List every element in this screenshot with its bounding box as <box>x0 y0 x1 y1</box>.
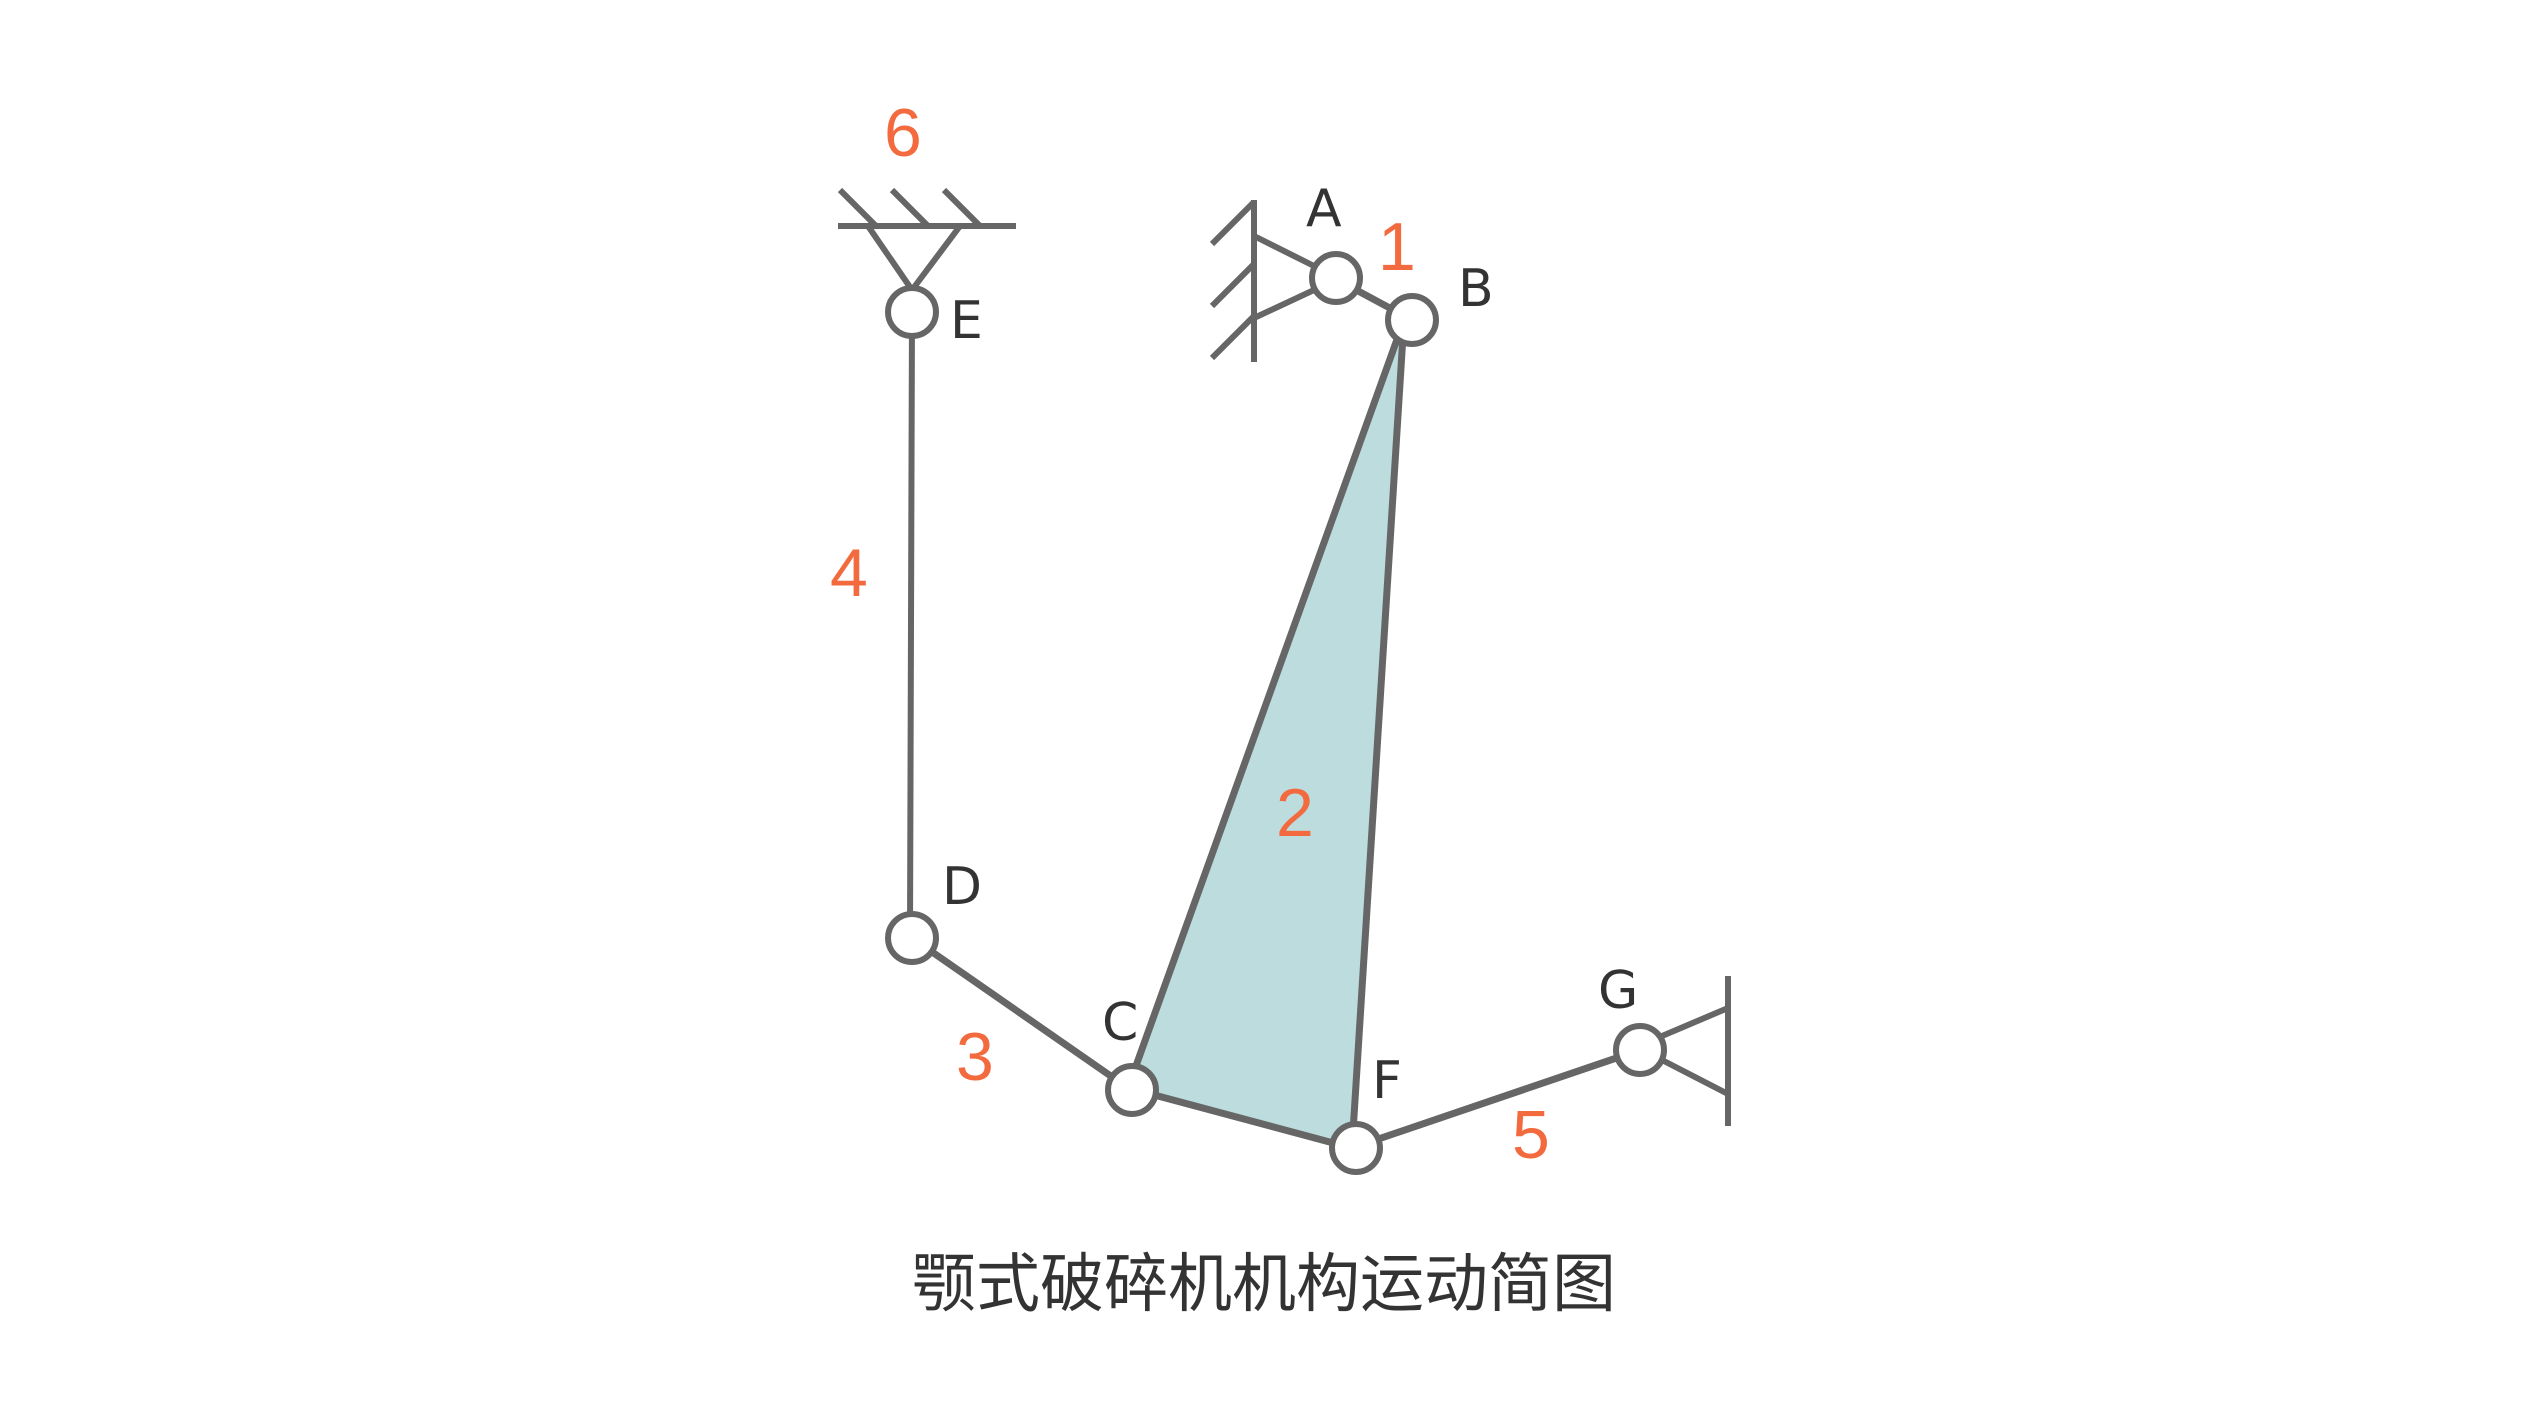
ground-support-e <box>837 187 1016 292</box>
label-f: F <box>1372 1051 1402 1111</box>
link-3-dc <box>910 935 1130 1091</box>
link-number-4: 4 <box>830 535 868 611</box>
link-number-3: 3 <box>956 1019 994 1095</box>
label-g: G <box>1598 961 1638 1021</box>
joint-a <box>1309 251 1363 305</box>
link-5-fg <box>1350 1046 1642 1152</box>
joint-b <box>1385 293 1439 347</box>
label-a: A <box>1306 179 1342 239</box>
ground-support-a <box>1209 199 1316 362</box>
joint-d <box>885 911 939 965</box>
link-4-de <box>907 311 915 937</box>
link-number-6: 6 <box>884 95 922 171</box>
label-c: C <box>1102 993 1138 1053</box>
link-number-2: 2 <box>1276 775 1314 851</box>
joint-f <box>1329 1121 1383 1175</box>
label-d: D <box>942 857 982 917</box>
jaw-link-2 <box>1124 316 1408 1152</box>
link-number-1: 1 <box>1378 209 1416 285</box>
diagram-caption: 颚式破碎机机构运动简图 <box>912 1248 1616 1322</box>
ground-support-g <box>1660 976 1731 1126</box>
joint-c <box>1105 1063 1159 1117</box>
joint-e <box>885 285 939 339</box>
label-b: B <box>1458 259 1494 319</box>
label-e: E <box>950 291 983 351</box>
joint-g <box>1613 1023 1667 1077</box>
link-number-5: 5 <box>1512 1097 1550 1173</box>
